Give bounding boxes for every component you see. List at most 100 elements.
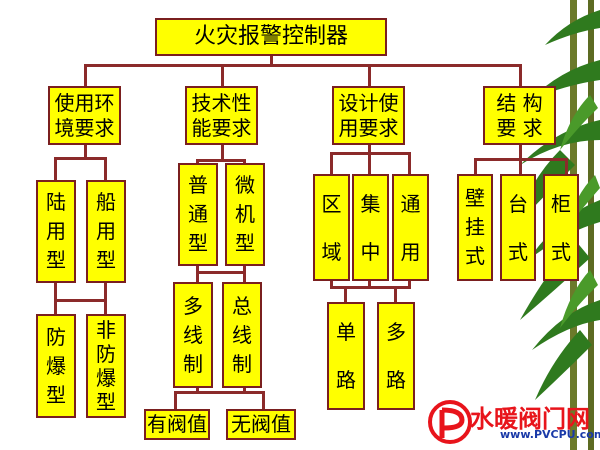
- node-char: 区: [321, 191, 342, 216]
- connector: [474, 158, 477, 175]
- node-land-type: 陆 用 型: [36, 180, 76, 283]
- node-char: 式: [508, 239, 528, 264]
- connector: [174, 391, 264, 394]
- node-explosion-proof: 防 爆 型: [36, 314, 76, 418]
- category-label-line: 设计使: [338, 90, 399, 115]
- node-char: 型: [46, 382, 66, 407]
- node-char: 式: [465, 244, 485, 268]
- watermark-url: www.PVCPU.com: [500, 428, 600, 441]
- node-char: 型: [96, 248, 116, 272]
- category-label-line: 境要求: [54, 115, 115, 140]
- connector: [243, 159, 246, 164]
- category-label-line: 使用环: [54, 90, 115, 115]
- connector: [394, 286, 397, 303]
- node-non-explosion-proof: 非 防 爆 型: [86, 314, 126, 418]
- watermark-site-name: 水暖阀门网: [470, 405, 590, 433]
- node-char: 用: [400, 239, 421, 264]
- connector: [196, 159, 199, 164]
- node-char: 型: [46, 248, 66, 272]
- connector: [368, 144, 371, 154]
- category-design-use: 设计使 用要求: [332, 86, 405, 145]
- connector: [243, 271, 246, 283]
- connector: [221, 64, 224, 87]
- node-char: 多: [386, 320, 406, 344]
- connector: [54, 299, 57, 315]
- connector: [84, 144, 87, 158]
- root-label: 火灾报警控制器: [193, 24, 348, 50]
- node-desktop: 台 式: [500, 174, 536, 281]
- node-char: 台: [508, 191, 528, 216]
- node-char: 爆: [46, 353, 66, 378]
- node-char: 总: [232, 293, 252, 318]
- node-char: 船: [96, 190, 116, 214]
- node-char: 非: [96, 318, 116, 342]
- connector: [221, 144, 224, 160]
- node-multi-circuit: 多 路: [377, 302, 415, 410]
- connector: [196, 271, 246, 274]
- connector: [565, 158, 568, 175]
- connector: [54, 157, 57, 181]
- node-char: 防: [96, 342, 116, 366]
- node-bus-system: 总 线 制: [222, 282, 262, 388]
- connector: [196, 159, 246, 162]
- node-char: 挂: [465, 215, 485, 239]
- connector: [368, 280, 371, 288]
- node-char: 微: [235, 173, 255, 197]
- node-label: 有阀值: [147, 412, 207, 436]
- node-with-threshold: 有阀值: [144, 409, 210, 440]
- node-char: 防: [46, 324, 66, 349]
- connector: [330, 286, 411, 289]
- connector: [330, 280, 333, 288]
- node-char: 用: [46, 219, 66, 243]
- connector: [54, 157, 107, 160]
- node-char: 路: [336, 368, 356, 392]
- node-char: 型: [235, 231, 255, 255]
- connector: [104, 157, 107, 181]
- node-char: 路: [386, 368, 406, 392]
- node-multiline-system: 多 线 制: [173, 282, 213, 388]
- connector: [519, 158, 522, 175]
- connector: [196, 265, 199, 273]
- watermark-logo-icon: [428, 400, 472, 444]
- node-char: 式: [551, 239, 571, 264]
- node-char: 中: [360, 239, 381, 264]
- connector: [174, 391, 177, 410]
- connector: [196, 387, 199, 393]
- node-char: 型: [96, 390, 116, 414]
- connector: [368, 64, 371, 87]
- node-char: 单: [336, 320, 356, 344]
- connector: [262, 391, 265, 410]
- node-char: 线: [232, 322, 252, 347]
- node-without-threshold: 无阀值: [226, 409, 296, 440]
- connector: [519, 144, 522, 160]
- connector: [243, 387, 246, 393]
- node-ship-type: 船 用 型: [86, 180, 126, 283]
- root-node: 火灾报警控制器: [155, 18, 387, 56]
- connector: [408, 280, 411, 288]
- node-char: 型: [188, 231, 208, 255]
- node-char: 柜: [551, 191, 571, 216]
- connector: [344, 286, 347, 303]
- connector: [243, 265, 246, 273]
- node-wall-mounted: 壁 挂 式: [457, 174, 493, 281]
- category-label-line: 能要求: [191, 115, 252, 140]
- node-char: 通: [400, 191, 421, 216]
- node-char: 普: [188, 173, 208, 197]
- category-label-line: 用要求: [338, 115, 399, 140]
- category-technical: 技术性 能要求: [185, 86, 258, 145]
- node-char: 制: [183, 351, 203, 376]
- connector: [330, 152, 333, 175]
- node-char: 用: [96, 219, 116, 243]
- connector: [196, 271, 199, 283]
- node-char: 线: [183, 322, 203, 347]
- node-microcomputer-type: 微 机 型: [225, 163, 265, 266]
- node-char: 域: [321, 239, 342, 264]
- node-char: 多: [183, 293, 203, 318]
- connector: [519, 64, 522, 87]
- connector: [104, 282, 107, 302]
- node-char: 集: [360, 191, 381, 216]
- connector: [368, 152, 371, 175]
- connector: [270, 55, 273, 65]
- node-char: 制: [232, 351, 252, 376]
